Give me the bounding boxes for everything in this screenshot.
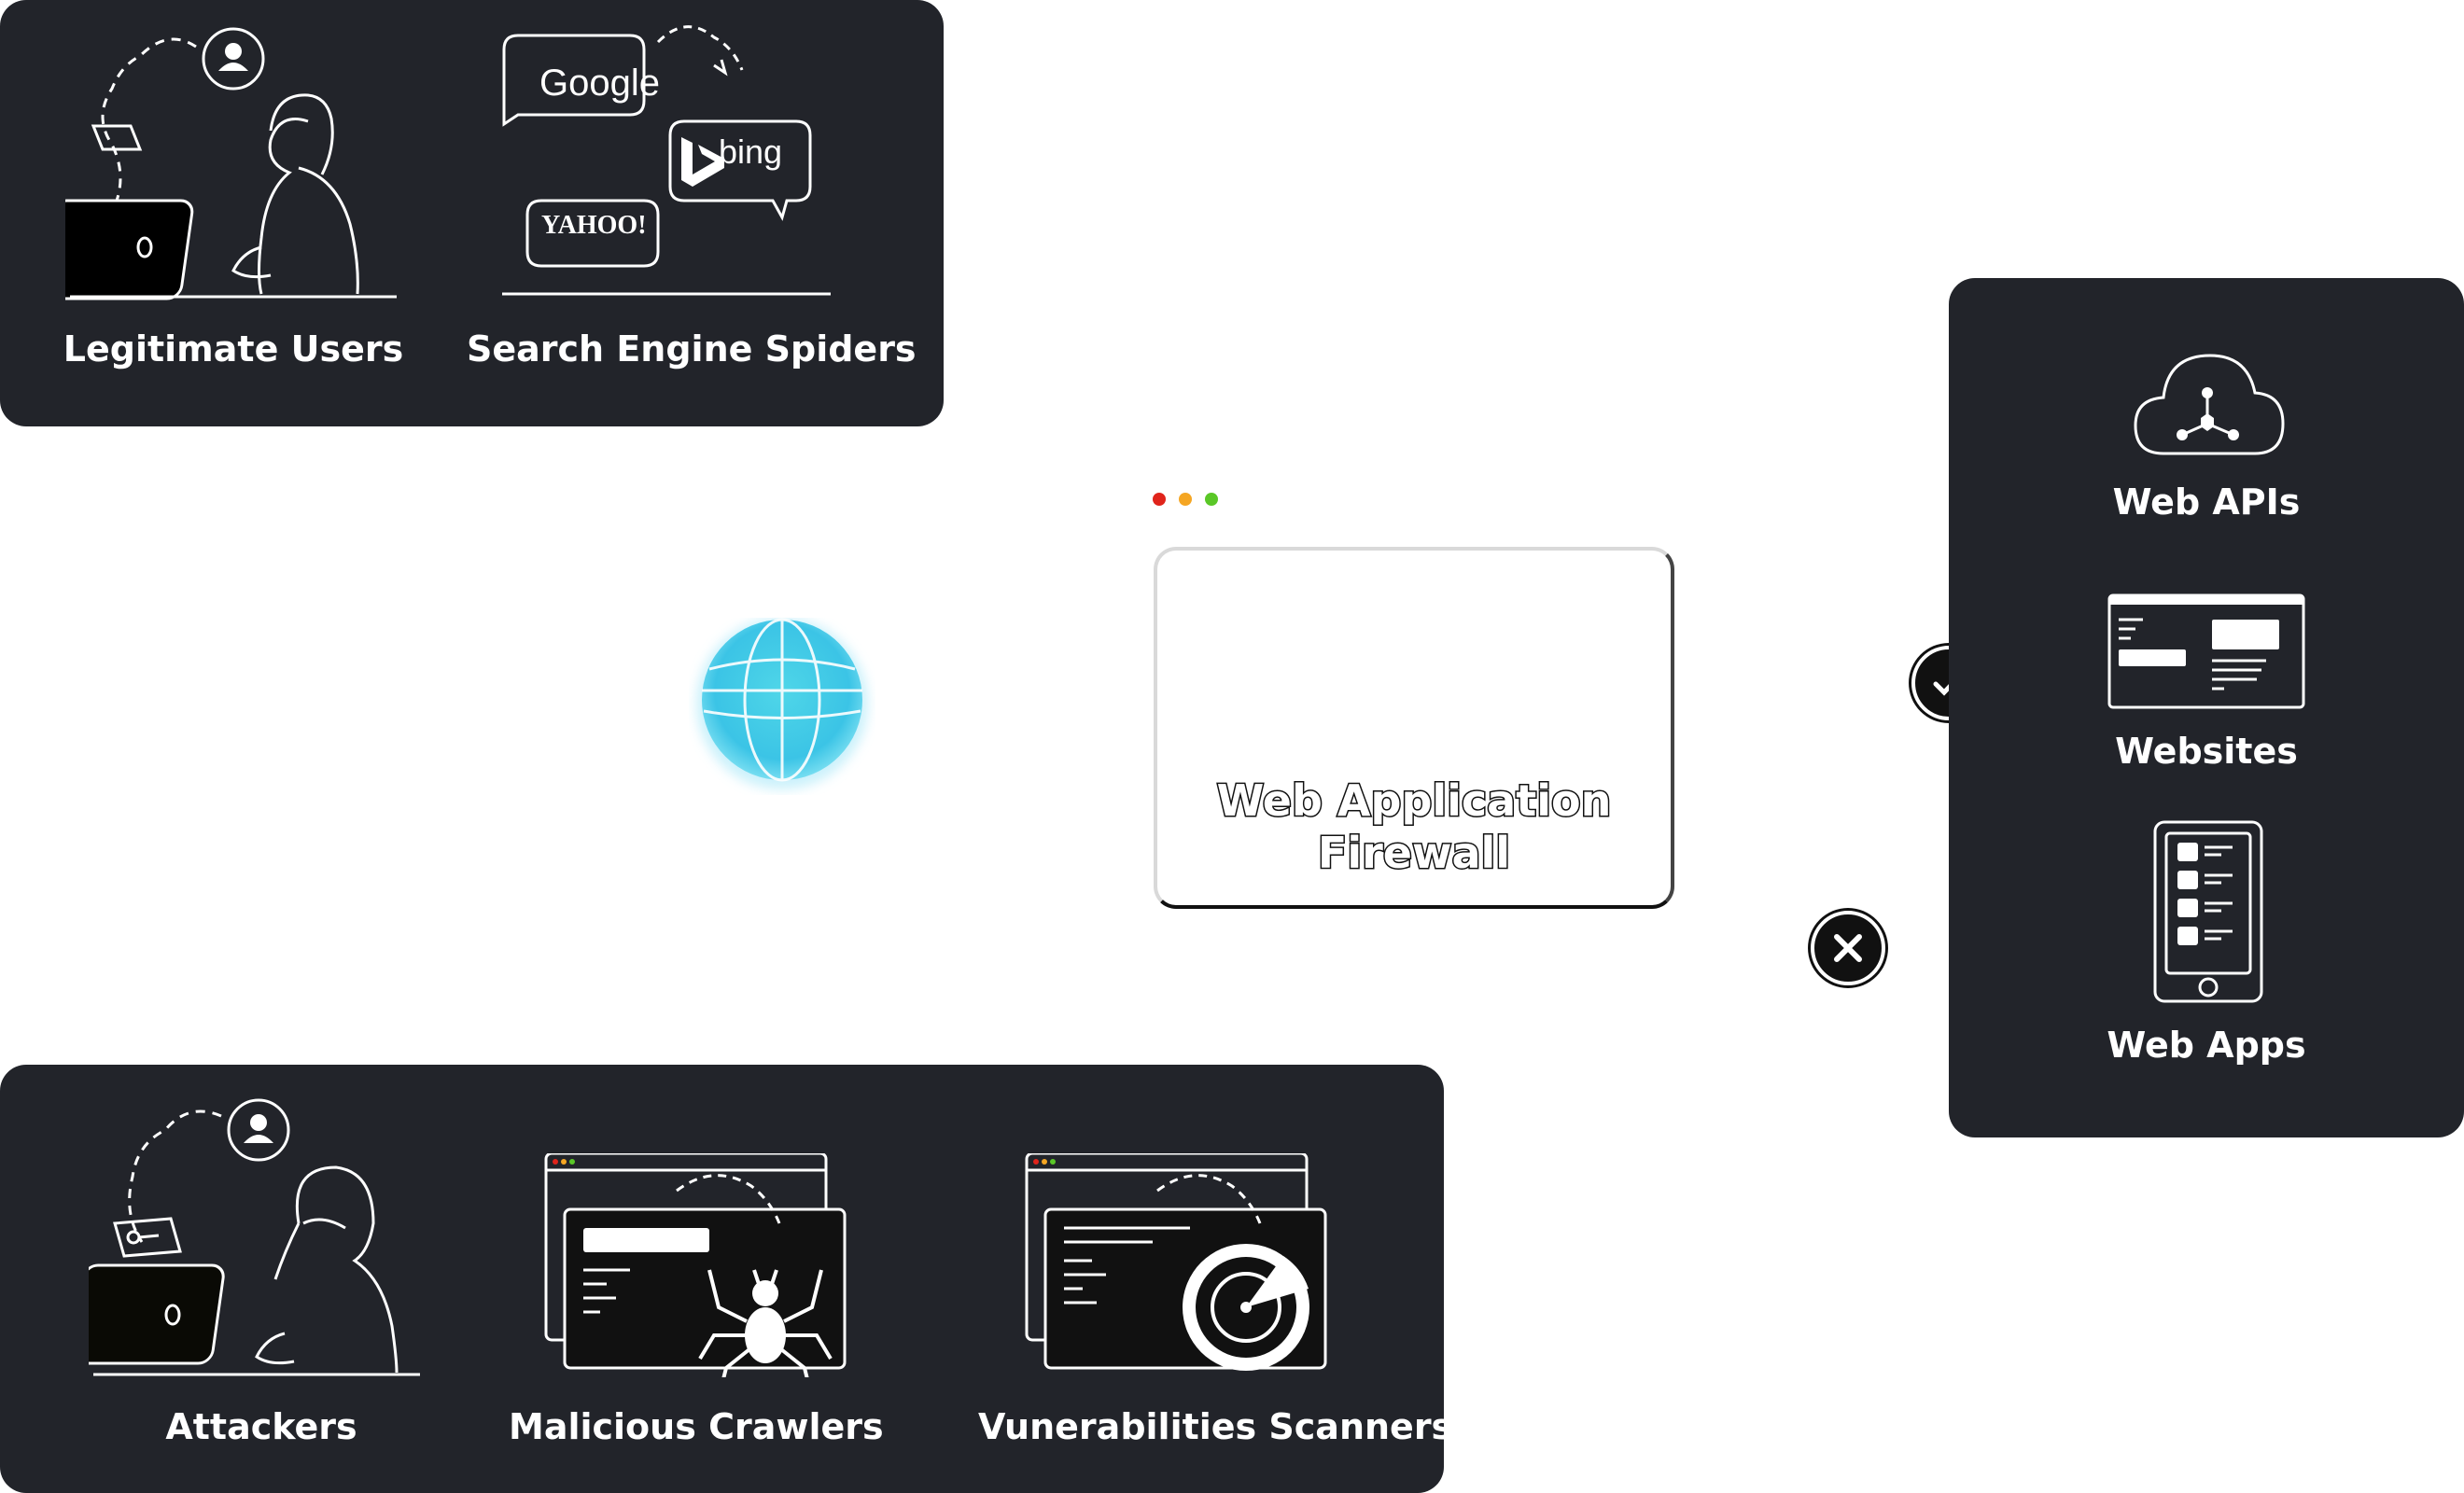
websites-label: Websites: [2115, 731, 2298, 772]
user-avatar-icon: [202, 27, 265, 91]
window-dot-green: [1205, 493, 1218, 506]
web-apis-label: Web APIs: [2112, 481, 2301, 523]
malicious-crawlers-label: Malicious Crawlers: [509, 1406, 884, 1447]
radar-icon: [1183, 1244, 1309, 1371]
legitimate-users-label: Legitimate Users: [63, 328, 404, 370]
globe-icon: [689, 618, 875, 795]
legitimate-user-illustration: [65, 19, 401, 303]
firewall-title: Web Application Firewall: [1215, 774, 1613, 880]
google-bubble: [502, 34, 646, 127]
user-avatar-icon: [227, 1098, 290, 1162]
protected-destinations-panel: Web APIs Websites Web Apps: [1949, 278, 2464, 1137]
attacker-illustration: [89, 1093, 425, 1377]
bing-bubble: [668, 119, 812, 221]
search-baseline: [502, 292, 831, 296]
yahoo-bubble: [525, 199, 660, 268]
attackers-label: Attackers: [165, 1406, 357, 1447]
search-engines-illustration: [495, 23, 831, 303]
spider-icon: [698, 1269, 833, 1377]
blocked-sources-panel: Attackers Malicious Crawlers: [0, 1065, 1453, 1493]
cloud-api-icon: [2131, 351, 2285, 463]
window-dot-yellow: [1179, 493, 1192, 506]
bing-logo-icon: [681, 137, 724, 187]
web-apps-label: Web Apps: [2107, 1025, 2306, 1066]
search-engine-spiders-label: Search Engine Spiders: [467, 328, 917, 370]
window-dot-red: [1153, 493, 1166, 506]
allowed-sources-panel: Legitimate Users Google bing YAHOO! Sear…: [0, 0, 944, 426]
google-logo: Google: [539, 63, 660, 104]
firewall-card: Web Application Firewall: [1154, 547, 1674, 909]
website-icon: [2107, 593, 2305, 710]
vulnerability-scanners-label: Vunerabilities Scanners: [978, 1406, 1453, 1447]
vulnerability-scanner-illustration: [1017, 1153, 1353, 1377]
malicious-crawler-illustration: [537, 1153, 873, 1377]
key-card-icon: [113, 1217, 182, 1258]
yahoo-logo: YAHOO!: [541, 211, 647, 240]
x-icon: [1811, 911, 1885, 985]
mobile-app-icon: [2152, 819, 2264, 1006]
bing-logo-text: bing: [719, 133, 783, 171]
